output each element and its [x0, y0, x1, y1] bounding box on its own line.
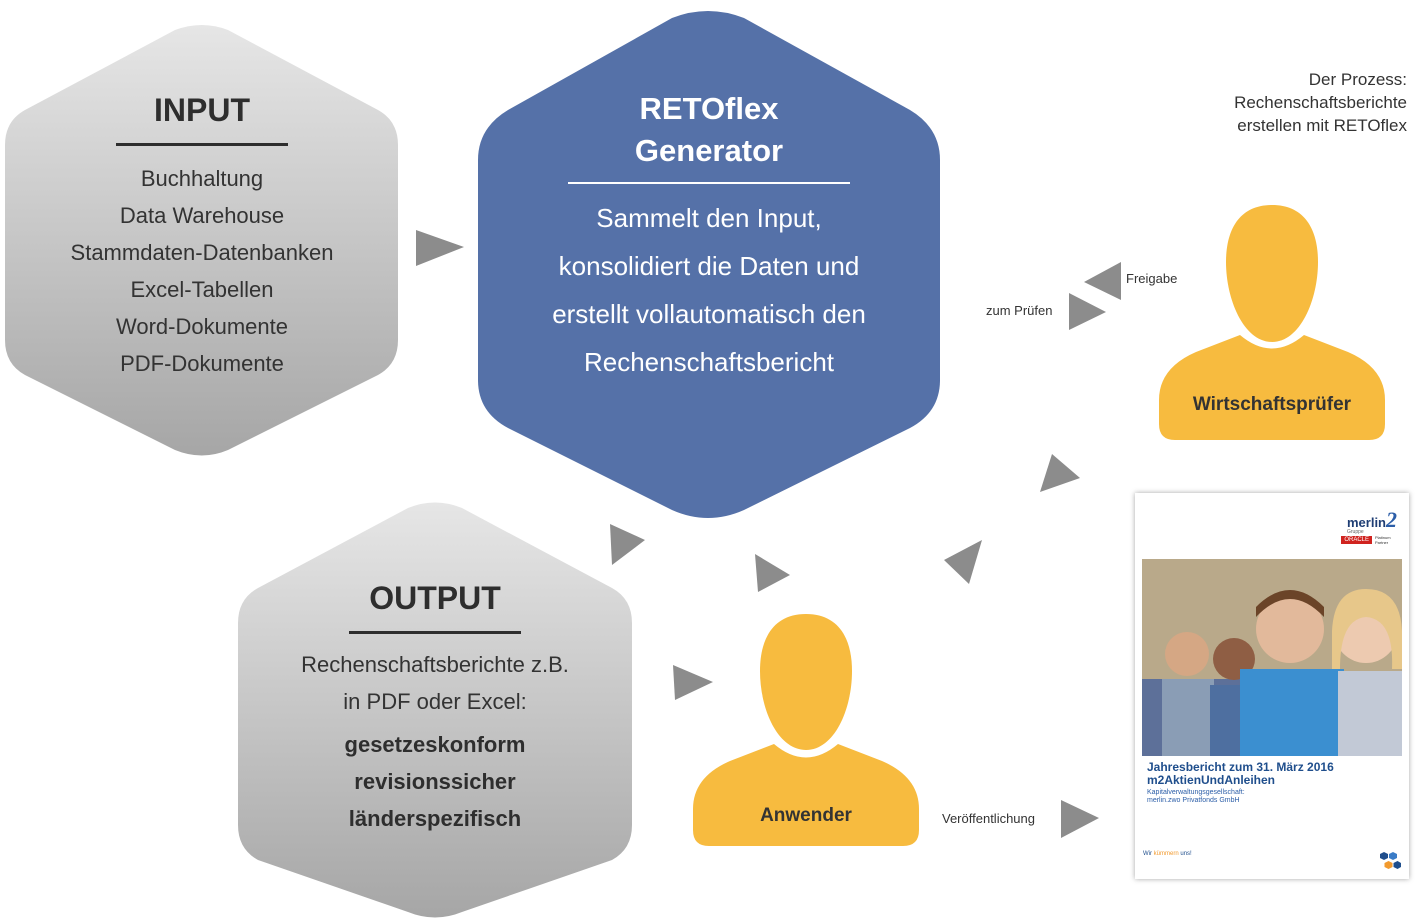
generator-block: RETOflex Generator Sammelt den Input, ko… — [478, 88, 940, 386]
output-feature: revisionssicher — [354, 769, 516, 794]
input-item: PDF-Dokumente — [120, 351, 284, 376]
generator-title-line2: Generator — [634, 133, 784, 168]
output-divider — [349, 631, 521, 634]
arrow-input-to-generator — [416, 230, 464, 266]
cover-title1: Jahresbericht zum 31. März 2016 — [1147, 760, 1334, 774]
people-photo-icon — [1142, 559, 1402, 756]
publish-label: Veröffentlichung — [942, 811, 1035, 826]
input-item: Buchhaltung — [140, 166, 264, 191]
input-title: INPUT — [154, 92, 250, 128]
input-item: Word-Dokumente — [116, 314, 288, 339]
process-caption-line: Rechenschaftsberichte — [1234, 93, 1407, 112]
process-caption-line: erstellen mit RETOflex — [1237, 116, 1407, 135]
output-line: in PDF oder Excel: — [343, 689, 527, 714]
generator-line: erstellt vollautomatisch den — [552, 299, 866, 329]
cover-photo — [1142, 559, 1402, 756]
output-block: OUTPUT Rechenschaftsberichte z.B. in PDF… — [238, 580, 632, 837]
merlin-group: Gruppe — [1346, 529, 1364, 535]
user-person-icon — [693, 614, 919, 846]
hexagon-cluster-icon — [1380, 852, 1401, 869]
process-caption-line: Der Prozess: — [1308, 70, 1407, 89]
merlin-logo: merlin2 Gruppe — [1347, 507, 1397, 535]
input-divider — [116, 143, 288, 146]
release-label: Freigabe — [1126, 271, 1178, 286]
cover-slogan: Wir kümmern uns! — [1143, 851, 1192, 857]
review-label: zum Prüfen — [986, 303, 1053, 318]
output-line: Rechenschaftsberichte z.B. — [301, 652, 569, 677]
input-item: Data Warehouse — [119, 203, 285, 228]
generator-divider — [568, 182, 850, 184]
arrow-release — [1084, 262, 1121, 300]
arrow-generator-to-user — [755, 554, 790, 592]
auditor-person-icon — [1159, 205, 1385, 440]
arrow-user-to-auditor — [1040, 454, 1080, 492]
oracle-badge: ORACLE Platinum Partner — [1341, 535, 1397, 545]
arrow-user-to-generator — [944, 540, 982, 584]
report-cover: merlin2 Gruppe ORACLE Platinum Partner J… — [1135, 493, 1409, 879]
slogan-prefix: Wir — [1143, 851, 1154, 857]
process-caption: Der Prozess: Rechenschaftsberichte erste… — [1234, 68, 1407, 137]
merlin-brand: merlin — [1346, 515, 1386, 530]
output-title: OUTPUT — [369, 580, 501, 616]
output-feature: gesetzeskonform — [344, 732, 526, 757]
oracle-logo: ORACLE — [1341, 536, 1372, 544]
arrow-generator-to-output — [610, 524, 645, 565]
slogan-mid: kümmern — [1153, 851, 1179, 857]
auditor-label: Wirtschaftsprüfer — [1192, 394, 1352, 415]
output-feature: länderspezifisch — [348, 806, 522, 831]
slogan-suffix: uns! — [1178, 851, 1192, 857]
input-item: Stammdaten-Datenbanken — [70, 240, 334, 265]
arrow-publish — [1061, 800, 1099, 838]
input-hexagon — [5, 25, 398, 456]
user-label: Anwender — [760, 805, 852, 826]
generator-line: Rechenschaftsbericht — [583, 347, 835, 377]
generator-line: konsolidiert die Daten und — [558, 251, 860, 281]
arrow-output-to-user — [673, 665, 713, 700]
cover-title2: m2AktienUndAnleihen — [1147, 773, 1276, 787]
output-hexagon — [238, 502, 632, 918]
oracle-partner: Platinum Partner — [1375, 535, 1391, 545]
generator-hexagon — [478, 11, 940, 518]
merlin-two-icon: 2 — [1386, 507, 1397, 532]
generator-title-line1: RETOflex — [639, 91, 779, 126]
arrow-review — [1069, 293, 1106, 330]
input-block: INPUT Buchhaltung Data Warehouse Stammda… — [5, 92, 399, 382]
input-item: Excel-Tabellen — [130, 277, 274, 302]
cover-sub1: Kapitalverwaltungsgesellschaft: — [1147, 789, 1245, 796]
cover-sub2: merlin.zwo Privatfonds GmbH — [1147, 797, 1240, 804]
generator-line: Sammelt den Input, — [596, 203, 822, 233]
cover-text: Jahresbericht zum 31. März 2016 m2Aktien… — [1147, 761, 1399, 805]
